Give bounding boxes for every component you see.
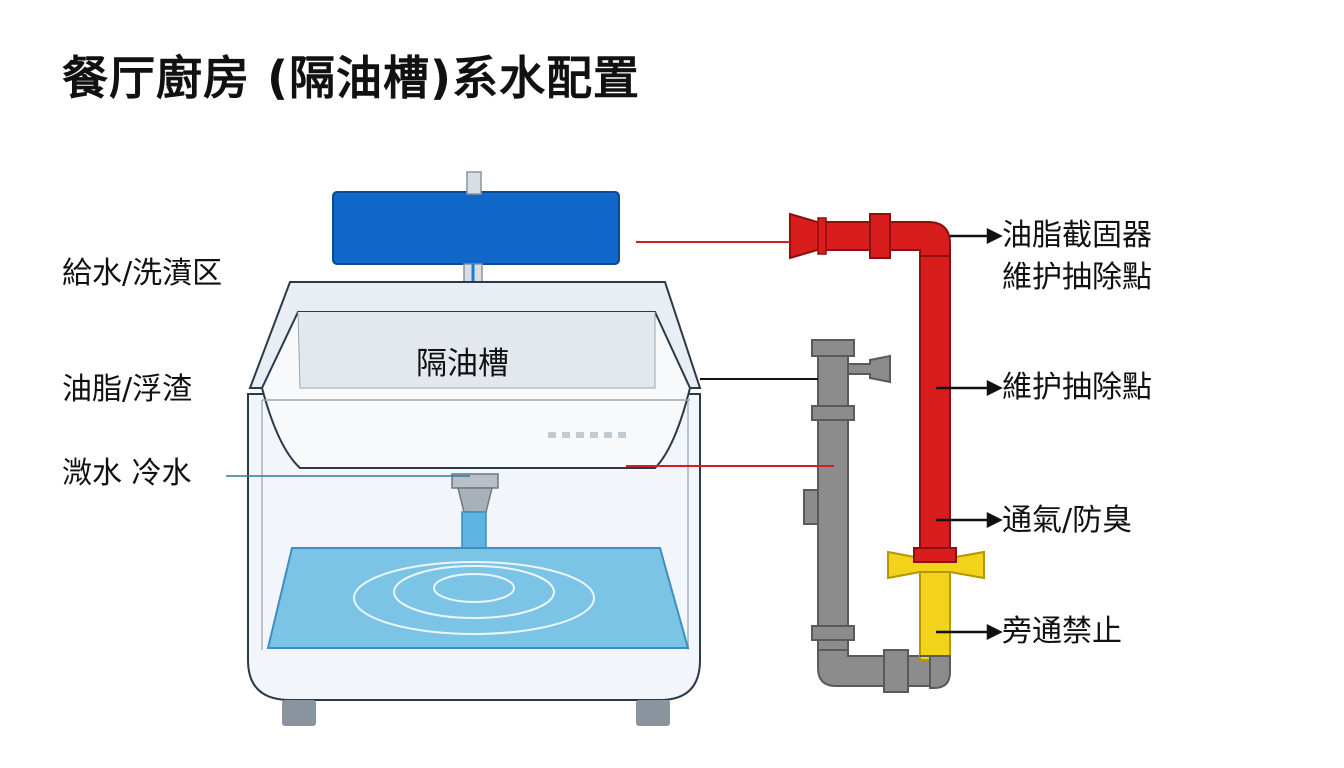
label-maintenance: 維护抽除點 xyxy=(1002,370,1152,405)
label-grease: 油脂/浮渣 xyxy=(62,372,193,407)
faucet-stem-top xyxy=(466,171,482,195)
label-supply: 給水/洗濆区 xyxy=(62,256,223,291)
page-title: 餐厅廚房 (隔油槽)系水配置 xyxy=(62,51,641,105)
drain-pipe xyxy=(803,339,931,693)
hot-pipe xyxy=(789,212,957,563)
label-interceptor-line1: 油脂截固器 xyxy=(1002,218,1152,253)
supply-tank xyxy=(332,191,620,265)
grease-tank xyxy=(247,281,702,726)
valve-icon xyxy=(887,550,985,689)
right-arrows xyxy=(936,227,1003,641)
label-interceptor-line2: 維护抽除點 xyxy=(1002,260,1152,295)
label-water: 溦水 冷水 xyxy=(62,456,192,491)
label-vent: 通氣/防臭 xyxy=(1002,503,1133,538)
basin-label: 隔油槽 xyxy=(416,346,509,382)
label-bypass: 旁通禁止 xyxy=(1002,614,1122,649)
